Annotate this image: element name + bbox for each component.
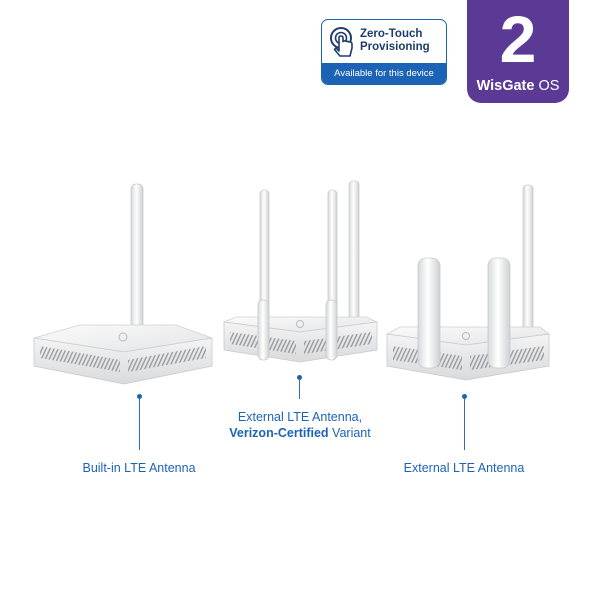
zero-touch-provisioning-badge: Zero-Touch Provisioning Available for th…	[321, 19, 447, 85]
ztp-title: Zero-Touch Provisioning	[360, 28, 430, 53]
router-1-antenna	[130, 183, 144, 345]
router-3-antenna-back	[522, 184, 534, 341]
callout-dot-3	[462, 394, 467, 399]
wisgate-os-badge: 2 WisGate OS	[467, 0, 569, 103]
router-built-in-antenna	[33, 183, 213, 385]
router-3-antenna-right	[487, 257, 511, 369]
label-external-lte-antenna-verizon: External LTE Antenna, Verizon-Certified …	[200, 409, 400, 441]
callout-dot-2	[297, 375, 302, 380]
router-3-logo	[462, 332, 470, 340]
os-suffix: OS	[534, 78, 560, 94]
variant-text: Variant	[328, 426, 371, 440]
callout-line-3	[464, 398, 465, 450]
os-brand: WisGate	[476, 78, 535, 94]
os-version-number: 2	[499, 2, 537, 76]
os-label: WisGate OS	[467, 78, 569, 94]
label-verizon-line2: Verizon-Certified Variant	[200, 425, 400, 441]
callout-line-2	[299, 379, 300, 399]
callout-line-1	[139, 398, 140, 450]
touch-hand-icon	[330, 27, 353, 57]
label-built-in-lte-antenna: Built-in LTE Antenna	[82, 461, 196, 475]
callout-dot-1	[137, 394, 142, 399]
router-1-body	[33, 337, 213, 385]
router-1-vents	[40, 346, 120, 372]
router-2-antenna-back	[348, 180, 360, 322]
router-external-antenna-verizon	[222, 180, 379, 363]
label-verizon-line1: External LTE Antenna,	[237, 410, 363, 424]
verizon-certified-text: Verizon-Certified	[229, 426, 329, 440]
router-3-antenna-left	[417, 257, 441, 369]
router-2-antenna-left-lower	[257, 299, 270, 361]
ztp-subtitle: Available for this device	[322, 63, 446, 84]
router-external-antenna	[385, 184, 550, 381]
router-2-antenna-right-lower	[325, 299, 338, 361]
label-external-lte-antenna: External LTE Antenna	[403, 461, 525, 475]
router-2-logo	[296, 320, 304, 328]
router-1-logo	[118, 332, 128, 342]
